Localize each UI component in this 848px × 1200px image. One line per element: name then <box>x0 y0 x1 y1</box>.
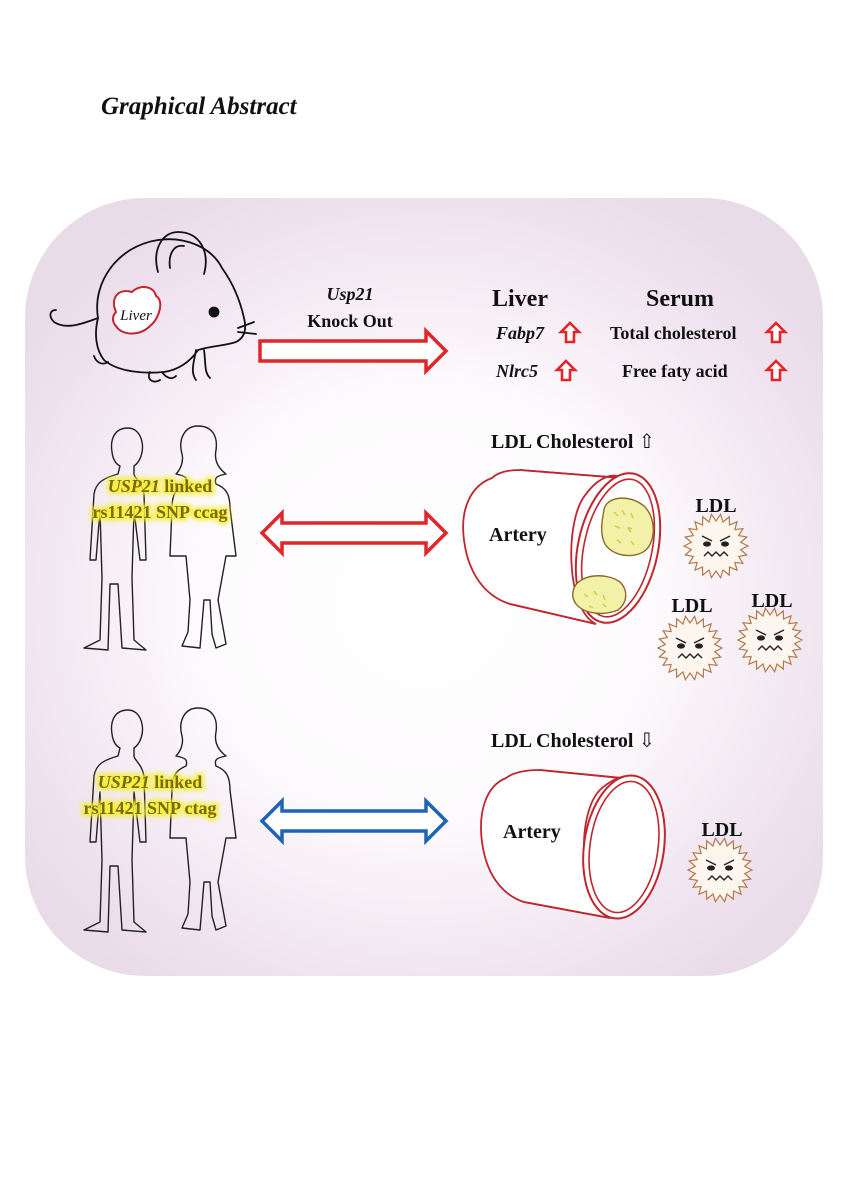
svg-text:USP21 linked: USP21 linked <box>98 772 203 792</box>
ctag-people <box>83 707 237 933</box>
ldl-particle-icon <box>686 836 754 904</box>
ldl-angry-face <box>701 535 731 557</box>
ctag-ldl-result: LDL Cholesterol ⇩ <box>491 730 655 752</box>
liver-gene-fabp7: Fabp7 <box>495 323 545 343</box>
knockout-label: Knock Out <box>307 311 393 331</box>
ldl-particle-icon <box>682 512 750 580</box>
ctag-ldl-label-1: LDL <box>701 819 742 841</box>
svg-text:USP21 linked: USP21 linked <box>108 476 213 496</box>
ldl-eye <box>775 635 783 641</box>
liver-organ-icon <box>112 286 162 335</box>
artery-clean-icon <box>480 769 666 920</box>
ldl-particle-icon <box>736 606 804 674</box>
serum-total-cholesterol: Total cholesterol <box>610 323 737 343</box>
abstract-panel <box>25 198 823 976</box>
ctag-gene-name: USP21 <box>98 772 150 792</box>
ldl-eye <box>721 541 729 547</box>
ctag-linked-text: linked <box>150 772 203 792</box>
svg-text:rs11421 SNP ccag: rs11421 SNP ccag <box>93 502 228 522</box>
ctag-snp-text: rs11421 SNP ctag <box>84 798 217 818</box>
ldl-eye <box>695 643 703 649</box>
ccag-ldl-label-1: LDL <box>695 495 736 517</box>
fatty-acid-up-arrow-icon <box>765 359 787 382</box>
svg-text:rs11421 SNP ctag: rs11421 SNP ctag <box>84 798 217 818</box>
cholesterol-up-arrow-icon <box>765 321 787 344</box>
ctag-artery-label: Artery <box>503 821 561 843</box>
ldl-angry-face <box>675 637 705 659</box>
ctag-snp-label: USP21 linked USP21 linked rs11421 SNP ct… <box>81 770 219 821</box>
ldl-eye <box>677 643 685 649</box>
ldl-particle-outline <box>682 512 750 580</box>
serum-column-header: Serum <box>646 286 714 312</box>
ldl-particle-outline <box>736 606 804 674</box>
ctag-association-arrow <box>259 796 449 846</box>
liver-column-header: Liver <box>492 286 548 312</box>
knockout-arrow <box>258 326 449 376</box>
ccag-artery-label: Artery <box>489 524 547 546</box>
ldl-eye <box>703 541 711 547</box>
artery-with-plaque-icon <box>462 469 662 625</box>
ldl-eye <box>707 865 715 871</box>
ldl-angry-face <box>755 629 785 651</box>
man-silhouette-icon <box>83 709 147 933</box>
woman-silhouette-icon <box>169 425 237 649</box>
svg-text:USP21 linked: USP21 linked <box>108 476 213 496</box>
serum-free-fatty-acid: Free faty acid <box>622 361 728 381</box>
ldl-eye <box>725 865 733 871</box>
ccag-snp-text: rs11421 SNP ccag <box>93 502 228 522</box>
ldl-particle-outline <box>656 614 724 682</box>
fabp7-up-arrow-icon <box>559 321 581 344</box>
mouse-liver-label: Liver <box>119 308 152 324</box>
ldl-angry-face <box>705 859 735 881</box>
ccag-ldl-label-2: LDL <box>671 595 712 617</box>
ldl-particle-outline <box>686 836 754 904</box>
mouse-illustration <box>49 231 257 383</box>
ccag-snp-label: USP21 linked USP21 linked rs11421 SNP cc… <box>90 474 230 525</box>
page-title: Graphical Abstract <box>101 93 297 120</box>
liver-gene-nlrc5: Nlrc5 <box>495 361 538 381</box>
gene-label: Usp21 <box>326 284 373 304</box>
man-silhouette-icon <box>83 427 147 651</box>
woman-silhouette-icon <box>169 707 237 931</box>
nlrc5-up-arrow-icon <box>555 359 577 382</box>
ldl-particle-icon <box>656 614 724 682</box>
ccag-linked-text: linked <box>160 476 213 496</box>
ccag-association-arrow <box>259 508 449 558</box>
svg-text:USP21 linked: USP21 linked <box>98 772 203 792</box>
ccag-ldl-label-3: LDL <box>751 590 792 612</box>
ccag-ldl-result: LDL Cholesterol ⇧ <box>491 431 655 453</box>
ccag-gene-name: USP21 <box>108 476 160 496</box>
ldl-eye <box>757 635 765 641</box>
